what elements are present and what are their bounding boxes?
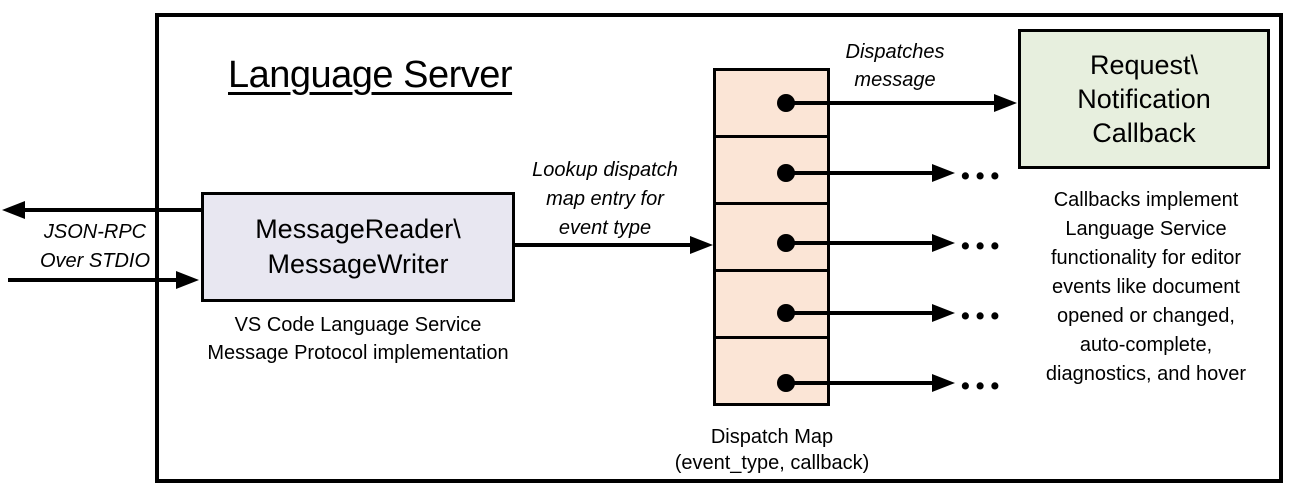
callbacks-description-line: opened or changed, — [1057, 305, 1235, 327]
callbacks-description: Callbacks implement Language Service fun… — [1012, 186, 1280, 389]
stdio-output-arrowhead-icon — [2, 201, 25, 219]
dispatch-arrow-1-line — [786, 101, 996, 105]
stdio-output-arrow-line — [22, 208, 201, 212]
ellipsis-2: ••• — [961, 232, 1006, 260]
lookup-arrowhead-icon — [690, 236, 713, 254]
stdio-input-arrow-line — [8, 278, 177, 282]
dispatch-arrow-2-arrowhead-icon — [932, 164, 955, 182]
dispatch-arrow-5-line — [786, 381, 933, 385]
callback-box-line1: Request\ — [1089, 50, 1199, 80]
dispatch-map-cell-3 — [713, 202, 830, 272]
callbacks-description-line: Callbacks implement — [1053, 189, 1239, 211]
dispatch-map-label-line1: Dispatch Map — [710, 426, 834, 448]
dispatches-message-label: Dispatches message — [815, 38, 975, 94]
lookup-arrow-line — [515, 243, 692, 247]
dispatch-map-cell-5 — [713, 336, 830, 406]
dispatch-arrow-4-line — [786, 311, 933, 315]
ellipsis-3: ••• — [961, 302, 1006, 330]
callbacks-description-line: events like document — [1052, 276, 1240, 298]
reader-caption-line2: Message Protocol implementation — [207, 342, 509, 364]
callbacks-description-line: functionality for editor — [1050, 247, 1242, 269]
dispatch-map-label: Dispatch Map (event_type, callback) — [662, 424, 882, 476]
dispatch-arrow-2-line — [786, 171, 933, 175]
lookup-label-line3: event type — [558, 217, 652, 239]
reader-caption-line1: VS Code Language Service — [234, 314, 482, 336]
dispatch-map-label-line2: (event_type, callback) — [674, 452, 870, 474]
callback-box-line2: Notification — [1077, 84, 1211, 114]
stdio-input-arrowhead-icon — [176, 271, 199, 289]
callbacks-description-line: auto-complete, — [1079, 334, 1213, 356]
dispatches-message-line1: Dispatches — [845, 41, 945, 63]
callback-box-line3: Callback — [1092, 118, 1196, 148]
dispatch-arrow-4-arrowhead-icon — [932, 304, 955, 322]
dispatch-arrow-3-line — [786, 241, 933, 245]
ellipsis-1: ••• — [961, 162, 1006, 190]
dispatch-map-cell-2 — [713, 135, 830, 205]
message-reader-writer-box: MessageReader\ MessageWriter — [201, 192, 515, 302]
json-rpc-label-line1: JSON-RPC — [43, 221, 147, 243]
dispatch-arrow-5-arrowhead-icon — [932, 374, 955, 392]
dispatch-map-cell-4 — [713, 269, 830, 339]
lookup-label: Lookup dispatch map entry for event type — [510, 156, 700, 243]
language-server-boundary — [155, 13, 1283, 483]
dispatch-map — [713, 68, 830, 406]
reader-caption: VS Code Language Service Message Protoco… — [186, 311, 530, 367]
request-notification-callback-box: Request\ Notification Callback — [1018, 29, 1270, 169]
reader-box-line2: MessageWriter — [267, 249, 449, 279]
lookup-label-line1: Lookup dispatch — [532, 159, 678, 181]
dispatches-message-line2: message — [854, 69, 936, 91]
lookup-label-line2: map entry for — [546, 188, 664, 210]
language-server-title: Language Server — [228, 54, 513, 96]
json-rpc-label: JSON-RPC Over STDIO — [15, 218, 175, 276]
callbacks-description-line: diagnostics, and hover — [1045, 363, 1247, 385]
dispatch-arrow-3-arrowhead-icon — [932, 234, 955, 252]
dispatch-arrow-1-arrowhead-icon — [994, 94, 1017, 112]
ellipsis-4: ••• — [961, 372, 1006, 400]
reader-box-line1: MessageReader\ — [255, 214, 461, 244]
callbacks-description-line: Language Service — [1065, 218, 1227, 240]
json-rpc-label-line2: Over STDIO — [39, 250, 150, 272]
